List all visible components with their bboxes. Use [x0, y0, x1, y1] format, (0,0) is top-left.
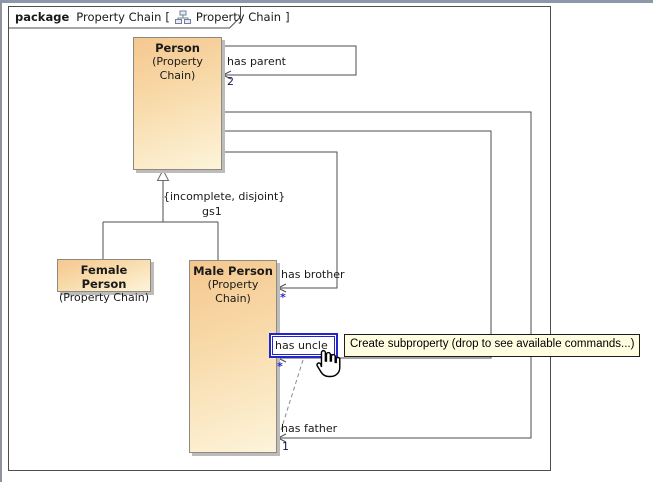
generalization-lines[interactable] — [102, 180, 219, 261]
association-has-brother-line[interactable] — [223, 151, 338, 289]
window-top-strip — [0, 0, 653, 3]
class-male-person-name: Male Person — [193, 264, 273, 278]
frame-close-bracket: ] — [285, 10, 290, 24]
generalization-set-name-label[interactable]: gs1 — [202, 205, 222, 218]
label-has-parent[interactable]: has parent — [227, 55, 286, 68]
multiplicity-has-parent[interactable]: 2 — [227, 75, 234, 88]
association-has-uncle-line[interactable] — [223, 130, 492, 359]
class-male-person[interactable]: Male Person (Property Chain) — [189, 260, 277, 453]
association-has-father-line[interactable] — [223, 111, 532, 439]
label-has-father[interactable]: has father — [281, 422, 338, 435]
class-person-stereotype: (Property Chain) — [152, 55, 203, 82]
multiplicity-has-brother[interactable]: * — [280, 291, 286, 304]
class-male-person-stereotype: (Property Chain) — [207, 278, 259, 305]
drag-tooltip: Create subproperty (drop to see availabl… — [344, 334, 641, 357]
association-has-parent-line[interactable] — [223, 45, 357, 76]
generalization-constraint-label[interactable]: {incomplete, disjoint} — [163, 190, 286, 203]
frame-open-bracket: [ — [165, 10, 170, 24]
class-female-person-stereotype: (Property Chain) — [58, 291, 150, 304]
class-female-person[interactable]: Female Person (Property Chain) — [57, 259, 151, 304]
window-left-strip — [0, 0, 2, 482]
multiplicity-has-father[interactable]: 1 — [282, 440, 289, 453]
arrowhead-has-parent-icon — [221, 70, 232, 80]
class-person[interactable]: Person (Property Chain) — [133, 37, 222, 170]
drag-hand-cursor-icon — [311, 348, 345, 386]
class-person-name: Person — [155, 41, 200, 55]
class-female-person-name: Female Person — [80, 263, 128, 291]
class-diagram-icon — [174, 10, 191, 24]
frame-header[interactable]: package Property Chain [ Property Chain … — [8, 6, 290, 28]
multiplicity-has-uncle[interactable]: * — [277, 360, 283, 373]
diagram-frame — [8, 6, 551, 471]
label-has-brother[interactable]: has brother — [281, 268, 345, 281]
label-has-uncle: has uncle — [275, 339, 328, 352]
drag-feedback-dashed-line — [280, 359, 304, 431]
arrowhead-has-father-icon — [276, 433, 287, 443]
generalization-triangle-icon — [156, 168, 170, 181]
frame-keyword: package — [15, 10, 70, 24]
frame-diagram-name: Property Chain — [195, 10, 282, 24]
frame-package-name: Property Chain — [76, 10, 162, 24]
arrowhead-has-brother-icon — [276, 283, 287, 293]
